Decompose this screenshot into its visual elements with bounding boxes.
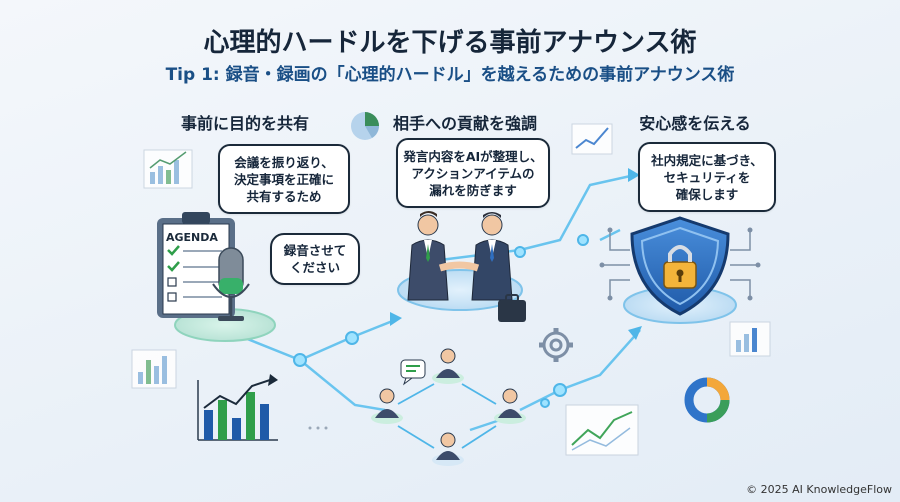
speech-bubble-purpose: 会議を振り返り、 決定事項を正確に 共有するため xyxy=(218,144,350,214)
section-heading-security: 安心感を伝える xyxy=(639,114,751,133)
bar-chart-icon xyxy=(197,374,278,441)
subtitle: Tip 1: 録音・録画の「心理的ハードル」を越えるための事前アナウンス術 xyxy=(165,65,735,85)
bubble-line: 社内規定に基づき、 xyxy=(651,152,763,168)
clipboard-icon xyxy=(157,212,235,318)
bar-chart-icon xyxy=(729,321,771,357)
dot-trail xyxy=(308,426,328,430)
bubble-line: 確保します xyxy=(675,186,739,202)
bubble-line: 決定事項を正確に xyxy=(233,171,334,187)
arrow-head xyxy=(628,168,640,182)
section-heading-purpose: 事前に目的を共有 xyxy=(180,114,309,133)
shield-lock-icon xyxy=(630,216,730,316)
pie-chart-icon xyxy=(351,112,379,140)
main-title: 心理的ハードルを下げる事前アナウンス術 xyxy=(203,28,697,58)
gear-icon xyxy=(539,328,573,362)
bar-chart-icon xyxy=(131,349,177,389)
circuit-lines xyxy=(602,230,758,298)
donut-chart-icon xyxy=(684,377,730,423)
person-icon xyxy=(432,348,464,384)
speech-bubble-security: 社内規定に基づき、 セキュリティを 確保します xyxy=(638,142,776,212)
chat-icon xyxy=(400,359,426,386)
network-links xyxy=(397,383,497,449)
line-chart-icon xyxy=(571,123,613,155)
microphone-icon xyxy=(212,247,250,321)
arrow-head xyxy=(390,312,402,326)
speech-bubble-request: 録音させて ください xyxy=(270,233,360,285)
bar-chart-icon xyxy=(143,149,193,189)
agenda-label: AGENDA xyxy=(166,231,218,244)
briefcase-icon xyxy=(498,294,526,322)
person-icon xyxy=(371,388,403,424)
bubble-line: セキュリティを xyxy=(663,169,751,185)
bubble-line: アクションアイテムの xyxy=(411,165,535,181)
handshake-icon xyxy=(407,211,513,301)
person-nodes xyxy=(371,348,526,466)
bubble-line: 会議を振り返り、 xyxy=(234,154,334,170)
section-heading-contribution: 相手への貢献を強調 xyxy=(392,114,537,133)
person-icon xyxy=(494,388,526,424)
bubble-line: 共有するため xyxy=(246,188,322,204)
person-icon xyxy=(432,432,464,466)
copyright-footer: © 2025 AI KnowledgeFlow xyxy=(746,483,892,496)
line-chart-icon xyxy=(565,404,639,456)
speech-bubble-contribution: 発言内容をAIが整理し、 アクションアイテムの 漏れを防ぎます xyxy=(396,138,550,208)
arrow-head xyxy=(628,326,642,340)
bubble-line: 漏れを防ぎます xyxy=(429,182,517,198)
bubble-line: 録音させて xyxy=(283,243,347,258)
flow-nodes xyxy=(293,234,589,408)
bubble-line: 発言内容をAIが整理し、 xyxy=(403,148,543,164)
bubble-line: ください xyxy=(289,260,340,275)
circuit-dots xyxy=(599,227,761,301)
